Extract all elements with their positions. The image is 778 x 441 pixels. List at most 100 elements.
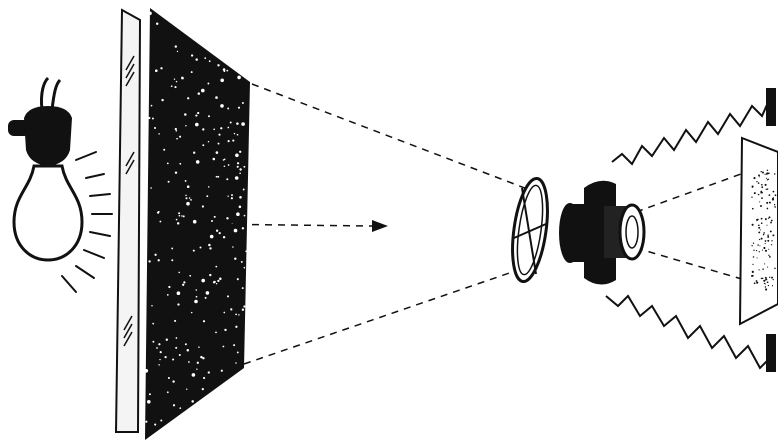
plate-star <box>205 297 207 299</box>
plate-star <box>185 195 187 197</box>
plate-star <box>215 266 217 268</box>
plate-star <box>171 259 173 261</box>
plate-star <box>176 219 178 221</box>
plate-star <box>234 229 238 233</box>
plate-star <box>187 185 190 188</box>
screen-dot <box>757 244 759 246</box>
plate-star <box>163 149 165 151</box>
screen-dot <box>760 229 761 230</box>
plate-star <box>177 222 179 224</box>
plate-star <box>239 173 241 175</box>
plate-star <box>147 400 151 404</box>
plate-star <box>216 230 218 232</box>
plate-star <box>202 144 204 146</box>
screen-dot <box>774 206 776 208</box>
plate-star <box>196 368 197 369</box>
screen-dot <box>756 280 758 282</box>
screen-dot <box>761 186 763 188</box>
screen-dot <box>767 188 768 189</box>
plate-star <box>227 108 229 110</box>
screen-dot <box>775 194 777 196</box>
plate-star <box>148 260 150 262</box>
plate-star <box>160 420 162 422</box>
screen-dot <box>761 197 763 199</box>
plate-star <box>203 377 205 379</box>
image-screen <box>740 138 778 324</box>
plate-star <box>181 77 183 79</box>
plate-star <box>244 267 246 269</box>
screen-dot <box>767 237 768 238</box>
screen-dot <box>768 255 769 256</box>
screen-dot <box>765 219 767 221</box>
plate-star <box>187 349 190 352</box>
plate-star <box>192 373 196 377</box>
screen-dot <box>751 245 752 246</box>
plate-star <box>159 359 160 360</box>
plate-star <box>185 343 187 345</box>
plate-star <box>208 371 210 373</box>
plate-star <box>243 166 245 168</box>
screen-dot <box>764 174 765 175</box>
plate-star <box>158 259 160 261</box>
plate-star <box>209 247 211 249</box>
plate-star <box>216 151 219 154</box>
plate-star <box>168 286 170 288</box>
plate-star <box>160 67 162 69</box>
screen-dot <box>771 220 773 222</box>
plate-star <box>171 247 173 249</box>
plate-star <box>156 347 158 349</box>
plate-star <box>179 163 181 165</box>
screen-dot <box>759 201 760 202</box>
plate-star <box>245 250 247 252</box>
plate-star <box>189 197 191 199</box>
plate-star <box>159 221 161 223</box>
plate-star <box>195 58 197 60</box>
plate-star <box>224 159 226 161</box>
plate-star <box>196 160 200 164</box>
screen-dot <box>767 170 768 171</box>
screen-dot <box>767 281 769 283</box>
screen-dot <box>769 256 771 258</box>
plate-star <box>188 361 190 363</box>
bellows-frame-bottom <box>766 334 776 372</box>
plate-star <box>148 12 152 16</box>
screen-dot <box>768 249 769 250</box>
plate-star <box>179 215 181 217</box>
screen-dot <box>760 192 761 193</box>
diffuser-glass <box>116 10 140 432</box>
screen-dot <box>763 234 764 235</box>
screen-dot <box>759 176 760 177</box>
screen-dot <box>771 277 773 279</box>
direction-arrow <box>372 220 388 232</box>
plate-star <box>227 295 229 297</box>
screen-dot <box>752 208 754 210</box>
plate-star <box>238 314 239 315</box>
screen-dot <box>768 285 769 286</box>
screen-dot <box>773 191 775 193</box>
plate-star <box>202 128 204 130</box>
plate-star <box>218 134 220 136</box>
plate-star <box>185 197 187 199</box>
screen-dot <box>752 224 754 226</box>
screen-dot <box>759 239 760 240</box>
screen-dot <box>761 184 763 186</box>
plate-star <box>167 294 169 296</box>
light-bulb <box>8 78 82 260</box>
plate-star <box>235 176 239 180</box>
screen-dot <box>758 269 759 270</box>
screen-dot <box>769 216 771 218</box>
screen-dot <box>774 204 775 205</box>
plate-star <box>237 162 239 164</box>
screen-dot <box>768 218 769 219</box>
plate-star <box>145 369 149 373</box>
plate-star <box>230 122 232 124</box>
screen-dot <box>759 251 760 252</box>
plate-star <box>242 309 244 311</box>
plate-star <box>239 196 242 199</box>
screen-dot <box>766 279 767 280</box>
plate-star <box>194 300 198 304</box>
plate-star <box>226 70 228 72</box>
screen-dot <box>762 250 763 251</box>
screen-dot <box>765 288 767 290</box>
